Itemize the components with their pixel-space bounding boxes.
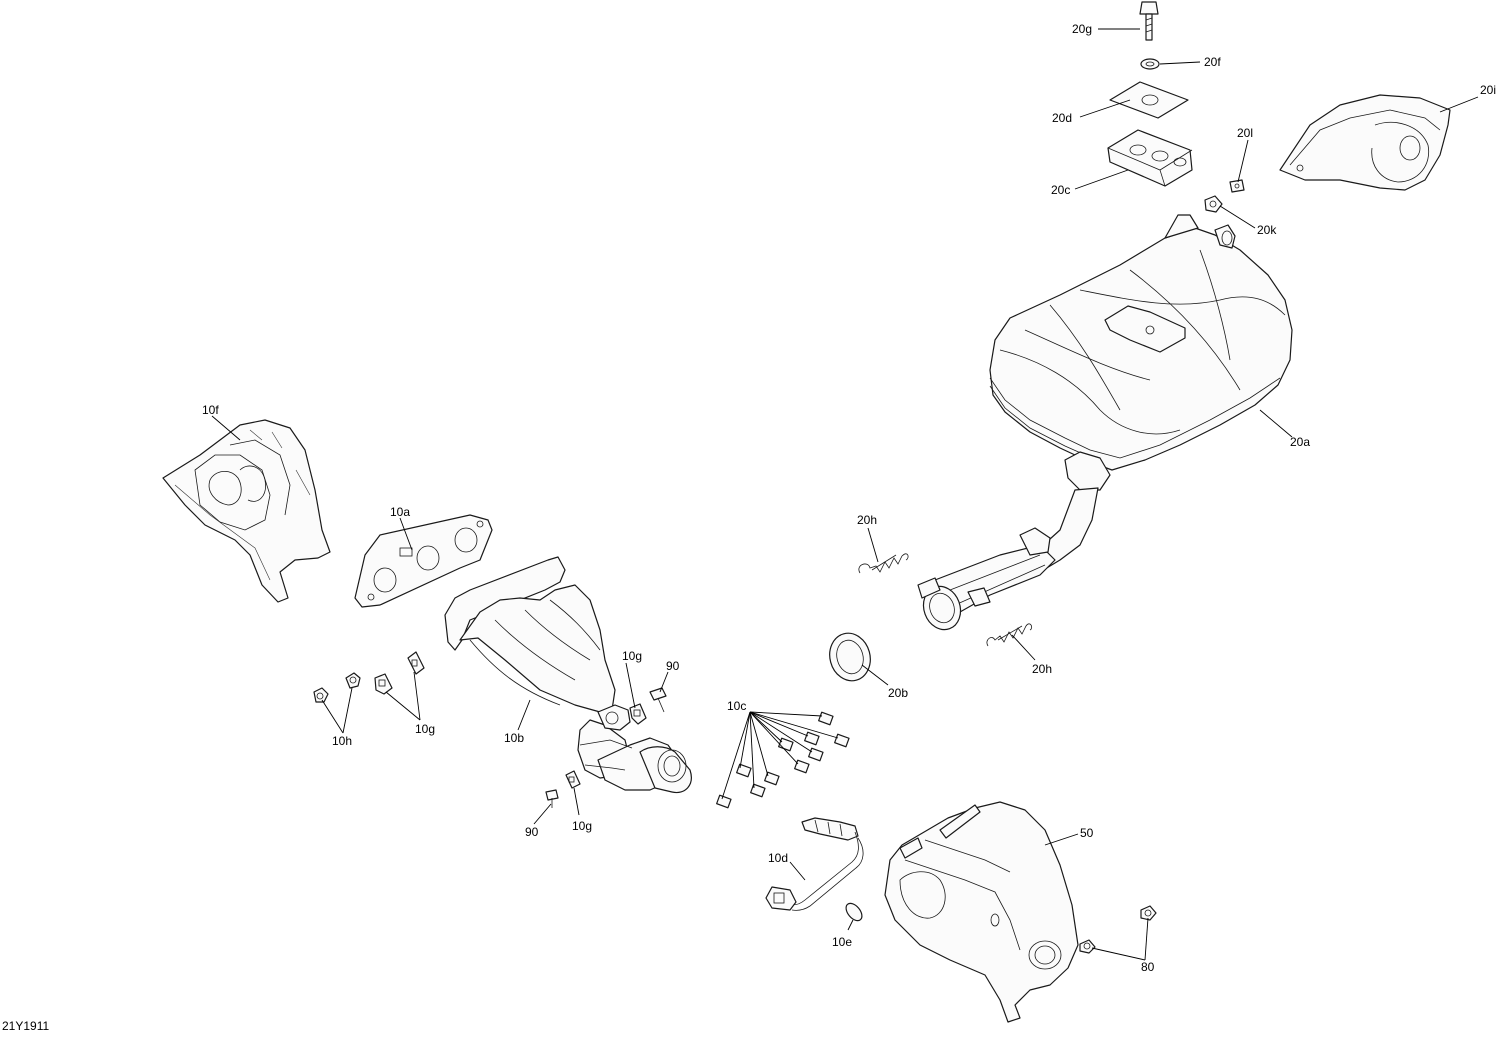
spring-20h-lower[interactable] — [986, 623, 1033, 647]
bolts-10c[interactable] — [716, 711, 850, 809]
callout-20l: 20l — [1237, 126, 1253, 140]
callout-90: 90 — [666, 659, 680, 673]
bolts-90[interactable] — [545, 687, 667, 808]
spring-20h-upper[interactable] — [858, 553, 909, 574]
callout-20c: 20c — [1051, 183, 1070, 197]
callout-10c: 10c — [727, 699, 746, 713]
callout-20f: 20f — [1204, 55, 1221, 69]
bolt-20g[interactable] — [1139, 1, 1159, 41]
leader-lines — [211, 28, 1479, 961]
heat-shield-50[interactable] — [884, 801, 1079, 1023]
callout-20a: 20a — [1290, 435, 1310, 449]
end-cap-20i[interactable] — [1279, 94, 1451, 191]
callout-10f: 10f — [202, 403, 219, 417]
nut-20k[interactable] — [1204, 195, 1223, 213]
callout-50: 50 — [1080, 826, 1094, 840]
washer-20f[interactable] — [1140, 58, 1160, 70]
seal-ring-20b[interactable] — [824, 629, 875, 686]
exhaust-manifold-10b[interactable] — [444, 556, 692, 794]
callout-20d: 20d — [1052, 111, 1072, 125]
plate-20d[interactable] — [1109, 81, 1189, 119]
heat-shield-10f[interactable] — [162, 419, 331, 603]
callout-labels: 10f 10a 10b 10c 10d 10e 10g 10g 10g 10h … — [2, 22, 1496, 1033]
clip-10e[interactable] — [843, 900, 865, 923]
callout-10a: 10a — [390, 505, 410, 519]
callout-10h: 10h — [332, 734, 352, 748]
callout-20b: 20b — [888, 686, 908, 700]
gasket-10a[interactable] — [354, 514, 493, 608]
callout-80: 80 — [1141, 960, 1155, 974]
nuts-80[interactable] — [1079, 905, 1157, 954]
oxygen-sensor-10d[interactable] — [765, 817, 864, 911]
callout-20h: 20h — [857, 513, 877, 527]
callout-10e: 10e — [832, 935, 852, 949]
diagram-id: 21Y1911 — [2, 1019, 49, 1033]
callout-10g: 10g — [415, 722, 435, 736]
callout-20g: 20g — [1072, 22, 1092, 36]
rubber-mount-20c[interactable] — [1107, 129, 1193, 187]
callout-10g: 10g — [622, 649, 642, 663]
clips-10g-left[interactable] — [374, 651, 425, 695]
callout-10d: 10d — [768, 851, 788, 865]
muffler-20a[interactable] — [917, 214, 1293, 635]
nuts-10h[interactable] — [313, 672, 361, 703]
bolt-20l[interactable] — [1229, 179, 1245, 193]
callout-20i: 20i — [1480, 83, 1496, 97]
callout-10g: 10g — [572, 819, 592, 833]
callout-10b: 10b — [504, 731, 524, 745]
callout-90: 90 — [525, 825, 539, 839]
callout-20k: 20k — [1257, 223, 1277, 237]
clips-10g-right[interactable] — [565, 703, 647, 789]
callout-20h: 20h — [1032, 662, 1052, 676]
